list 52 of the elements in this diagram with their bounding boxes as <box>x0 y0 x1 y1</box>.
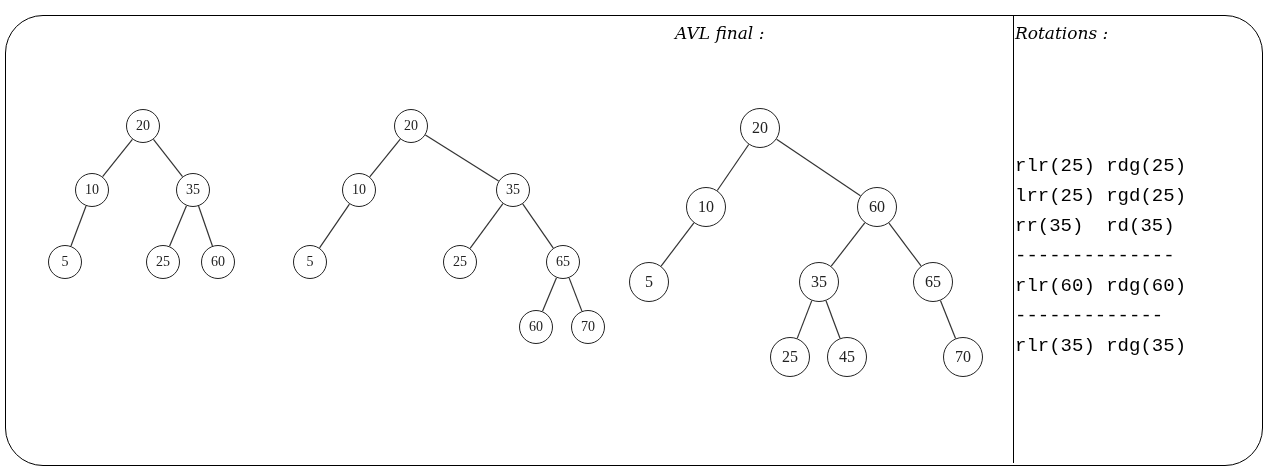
tree-node-circle: 25 <box>770 337 810 377</box>
tree-node-circle: 25 <box>146 245 180 279</box>
section-heading: AVL final : <box>675 23 765 43</box>
tree-edge <box>424 134 500 182</box>
rotation-text: ------------- <box>1015 305 1164 327</box>
rotation-text: lrr(25) rgd(25) <box>1015 185 1187 207</box>
tree-edge <box>318 203 351 249</box>
tree-node-circle: 70 <box>571 310 605 344</box>
tree-node-circle: 20 <box>740 108 780 148</box>
tree-edge <box>776 138 861 197</box>
tree-node-circle: 60 <box>519 310 553 344</box>
tree-node-circle: 65 <box>913 262 953 302</box>
tree-edge <box>70 205 87 247</box>
tree-node-circle: 5 <box>293 245 327 279</box>
tree-node-circle: 20 <box>394 109 428 143</box>
rotation-text: -------------- <box>1015 245 1175 267</box>
tree-node-circle: 70 <box>943 337 983 377</box>
tree-edge <box>522 203 554 249</box>
tree-edge <box>568 277 583 312</box>
tree-edge <box>796 300 813 339</box>
tree-edge <box>888 222 922 267</box>
tree-node-circle: 60 <box>201 245 235 279</box>
tree-edge <box>939 299 957 340</box>
tree-node-circle: 35 <box>496 173 530 207</box>
rotation-text: rlr(60) rdg(60) <box>1015 275 1187 297</box>
tree-node-circle: 45 <box>827 337 867 377</box>
tree-edge <box>830 222 866 267</box>
tree-node-circle: 25 <box>443 245 477 279</box>
tree-node-circle: 35 <box>176 173 210 207</box>
section-heading: Rotations : <box>1015 23 1109 43</box>
tree-node-circle: 5 <box>629 262 669 302</box>
tree-edge <box>168 205 188 247</box>
tree-node-circle: 65 <box>546 245 580 279</box>
tree-edge <box>716 143 750 192</box>
tree-edge <box>825 300 841 339</box>
tree-edge <box>152 138 184 178</box>
tree-edge <box>198 205 213 247</box>
rotation-text: rr(35) rd(35) <box>1015 215 1175 237</box>
rotation-text: rlr(25) rdg(25) <box>1015 155 1187 177</box>
tree-node-circle: 35 <box>799 262 839 302</box>
tree-node-circle: 10 <box>686 187 726 227</box>
rotation-text: rlr(35) rdg(35) <box>1015 335 1187 357</box>
tree-node-circle: 10 <box>75 173 109 207</box>
tree-edge <box>660 222 695 267</box>
tree-edge <box>369 138 401 178</box>
tree-edge <box>102 138 133 178</box>
tree-node-circle: 5 <box>48 245 82 279</box>
tree-node-circle: 20 <box>126 109 160 143</box>
tree-node-circle: 60 <box>857 187 897 227</box>
tree-edge <box>541 277 558 312</box>
tree-node-circle: 10 <box>342 173 376 207</box>
tree-edge <box>469 203 504 249</box>
